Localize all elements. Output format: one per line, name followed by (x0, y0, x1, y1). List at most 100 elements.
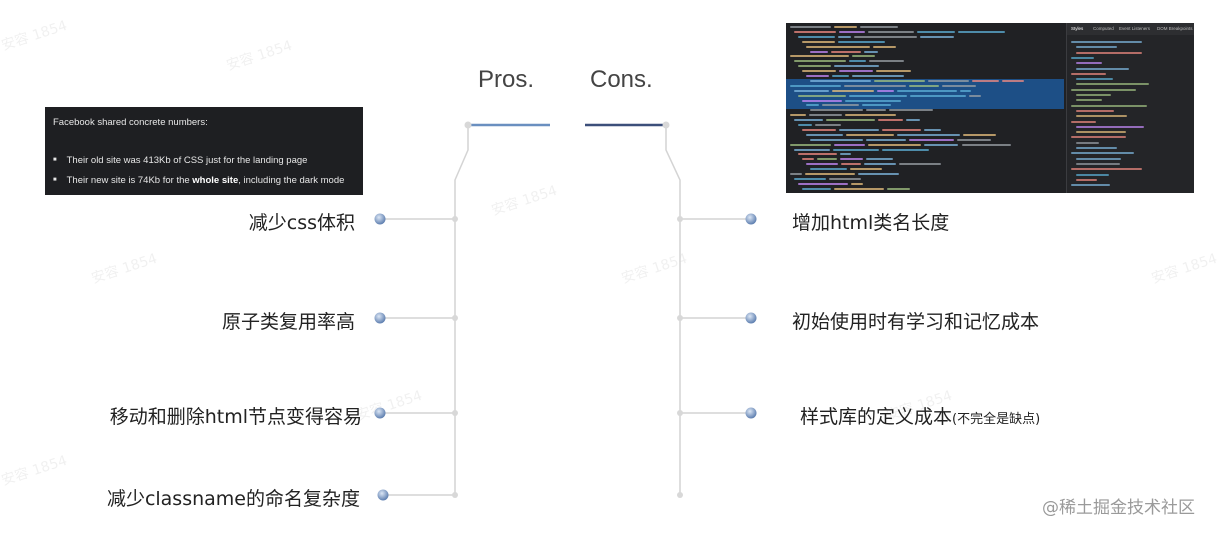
selected-node-highlight (786, 79, 1064, 109)
code-token (849, 94, 908, 97)
style-token (1071, 136, 1126, 139)
code-token (810, 138, 864, 141)
style-token (1076, 46, 1117, 49)
code-token (790, 55, 849, 58)
code-token (924, 143, 959, 146)
code-token (806, 45, 871, 48)
style-token (1076, 51, 1143, 54)
junction-dot (662, 121, 670, 129)
style-token (1076, 178, 1098, 181)
code-token (798, 153, 838, 156)
code-token (876, 70, 912, 73)
junction-dot (677, 410, 683, 416)
dom-breakpoints-tab[interactable]: DOM Breakpoints (1157, 26, 1193, 31)
code-token (868, 30, 915, 33)
code-token (802, 128, 837, 131)
code-token (923, 128, 941, 131)
pros-item: 移动和删除html节点变得容易 (109, 406, 362, 428)
facebook-stats-bullet: Their old site was 413Kb of CSS just for… (53, 155, 344, 166)
code-token (861, 104, 892, 107)
code-token (844, 99, 901, 102)
code-token (941, 84, 977, 87)
code-token (802, 70, 837, 73)
computed-tab[interactable]: Computed (1093, 26, 1114, 31)
code-token (881, 128, 921, 131)
code-token (843, 84, 907, 87)
code-token (839, 128, 879, 131)
styles-tab[interactable]: Styles (1071, 26, 1084, 31)
style-token (1076, 125, 1144, 128)
code-token (840, 153, 852, 156)
code-token (798, 94, 847, 97)
code-token (853, 35, 917, 38)
code-token (833, 65, 880, 68)
code-token (957, 138, 992, 141)
code-token (808, 114, 842, 117)
cons-item-note: (不完全是缺点) (952, 412, 1041, 427)
code-token (816, 158, 838, 161)
style-token (1076, 147, 1117, 149)
cons-item-bullet (745, 312, 757, 324)
event-listeners-tab[interactable]: Event Listeners (1119, 26, 1151, 31)
style-token (1071, 88, 1137, 91)
facebook-stats-bullet-text: , including the dark mode (238, 175, 345, 186)
code-token (868, 143, 922, 146)
code-token (866, 109, 886, 112)
style-token (1071, 152, 1135, 155)
code-token (794, 177, 827, 180)
cons-item-label: 样式库的定义成本 (800, 406, 953, 428)
style-token (1071, 168, 1143, 171)
pros-item-bullet (374, 312, 386, 324)
style-token (1076, 115, 1128, 118)
code-token (959, 89, 971, 92)
code-token (798, 182, 849, 185)
code-token (896, 133, 960, 136)
style-token (1076, 83, 1150, 86)
facebook-stats-screenshot: Facebook shared concrete numbers: Their … (45, 107, 363, 195)
code-token (962, 133, 996, 136)
code-token (814, 124, 842, 126)
code-token (863, 50, 879, 53)
code-token (806, 75, 830, 77)
code-token (833, 26, 858, 28)
style-token (1076, 141, 1100, 144)
code-token (802, 40, 836, 43)
code-token (851, 182, 863, 185)
code-token (790, 84, 841, 87)
pros-item-bullet (377, 489, 389, 501)
pros-heading: Pros. (478, 66, 535, 93)
code-token (917, 30, 955, 33)
cons-item: 样式库的定义成本(不完全是缺点) (800, 402, 1040, 429)
code-token (790, 143, 831, 146)
code-token (794, 30, 837, 33)
style-token (1076, 109, 1115, 112)
code-token (802, 187, 831, 190)
code-token (846, 133, 894, 136)
code-token (810, 109, 864, 112)
code-token (839, 30, 866, 33)
facebook-stats-list: Their old site was 413Kb of CSS just for… (53, 155, 345, 195)
style-token (1076, 131, 1126, 134)
code-token (810, 168, 847, 171)
code-token (878, 119, 903, 122)
cons-item-bullet (745, 213, 757, 225)
code-token (919, 35, 955, 38)
code-token (829, 177, 861, 180)
code-token (804, 173, 856, 175)
cons-item-bullet (745, 407, 757, 419)
code-token (971, 79, 1000, 82)
cons-item: 初始使用时有学习和记忆成本 (792, 311, 1040, 333)
code-token (968, 94, 981, 97)
code-token (849, 168, 882, 171)
style-token (1071, 104, 1147, 107)
style-token (1076, 67, 1130, 70)
code-token (905, 119, 920, 122)
code-token (802, 158, 814, 161)
junction-dot (452, 410, 458, 416)
style-token (1071, 120, 1097, 123)
code-token (887, 187, 910, 190)
code-token (794, 148, 830, 151)
code-token (860, 26, 899, 28)
code-token (790, 114, 806, 117)
